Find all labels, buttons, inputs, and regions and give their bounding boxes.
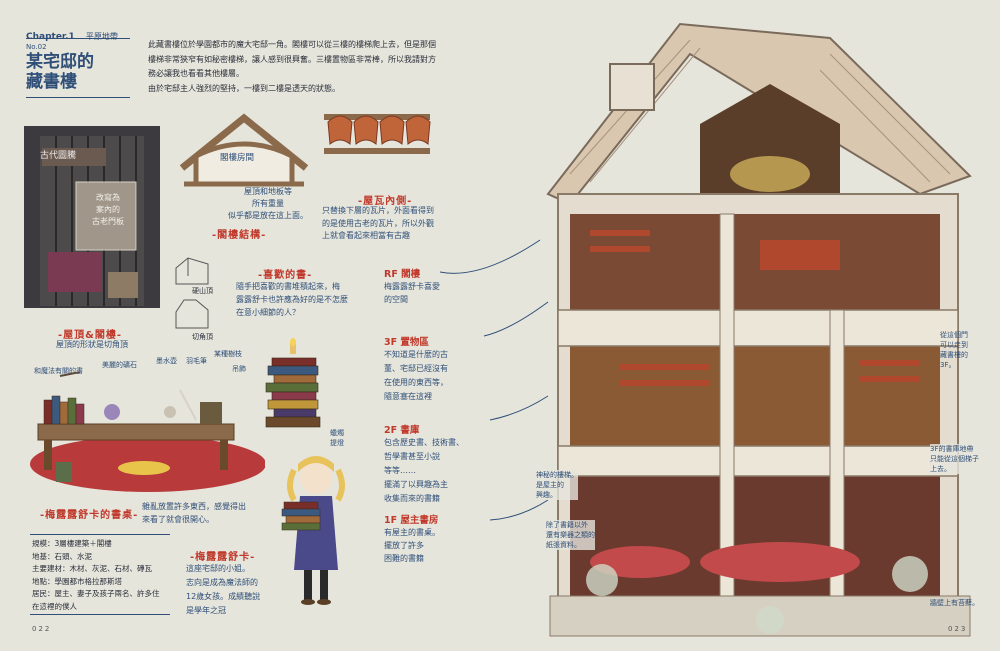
floor-note-1f: 1F 屋主書房 有屋主的書桌。 擺放了許多 困難的書籍 — [384, 512, 474, 565]
frame-title: -閣樓結構- — [212, 230, 267, 241]
spec-line: 地點：學園都市格拉那斯塔 — [32, 576, 122, 586]
tile-title: -屋瓦內側- — [358, 196, 413, 207]
desk-label-charm: 吊飾 — [232, 365, 246, 373]
roof-tile-illustration — [324, 114, 431, 154]
intro-line: 此藏書樓位於學園都市的魔大宅邸一角。閣樓可以從三樓的樓梯爬上去，但是那個 — [148, 40, 436, 49]
house-cutaway-illustration — [546, 22, 972, 637]
spec-line: 地基：石頭、水泥 — [32, 551, 92, 561]
floor-text-3f: 不知道是什麼的古 董、宅邸已經沒有 在使用的東西等， 隨意塞在這裡 — [384, 350, 448, 401]
page-title-line2: 藏書樓 — [26, 72, 77, 92]
character-caption: 這座宅邸的小姐。 志向是成為魔法師的 12歲女孩。成績聽說 是學年之冠 — [186, 564, 261, 615]
candle-label: 蠟燭 提燈 — [330, 429, 344, 447]
frame-top-label: 閣樓房間 — [220, 153, 255, 163]
spec-line: 居民：屋主、妻子及孩子兩名、許多住 — [32, 589, 160, 598]
tile-caption: 只替換下層的瓦片，外面看得到 的是使用古老的瓦片，所以外觀 上就會看起來相當有古… — [322, 206, 434, 240]
header-rule — [26, 38, 130, 39]
fav-books-caption: 隨手把喜歡的書堆積起來，梅 露露舒卡也許應為好的是不怎麼 在意小細節的人？ — [236, 282, 348, 317]
spec-line: 規模：3層樓建築＋閣樓 — [32, 539, 112, 548]
attic-frame-illustration — [179, 113, 309, 187]
floor-title-2f: 2F 書庫 — [384, 425, 420, 436]
note-secret-stairs: 神秘的樓梯。 是屋主的 興趣。 — [536, 470, 578, 500]
intro-line: 樓梯非常狹窄有如秘密樓梯，讓人感到很興奮。三樓置物區非常棒，所以我請對方 — [148, 54, 436, 64]
attic-door-illustration — [24, 126, 160, 308]
title-rule — [26, 97, 130, 98]
floor-note-2f: 2F 書庫 包含歷史書、技術書、 哲學書甚至小說 等等…… 擺滿了以興趣為主 收… — [384, 422, 484, 506]
floor-title-1f: 1F 屋主書房 — [384, 515, 439, 526]
character-title: -梅露露舒卡- — [190, 552, 256, 563]
fav-books-title: -喜歡的書- — [258, 270, 313, 281]
specs-rule-bottom — [30, 614, 170, 615]
floor-leader-lines — [439, 239, 549, 521]
note-extra-materials: 除了書籍以外 還有樂器之類的 紙張資料。 — [546, 520, 595, 550]
roof-caption: 屋頂的形狀是切角頂 — [56, 340, 128, 349]
page-number-left: 022 — [32, 625, 52, 633]
roof-shape-label-2: 切角頂 — [192, 333, 213, 341]
page-title: 某宅邸的 藏書樓 — [26, 52, 94, 92]
chapter-label: Chapter.1 — [26, 32, 75, 42]
floor-text-rf: 梅露露舒卡喜愛 的空間 — [384, 282, 440, 304]
specs-rule-top — [30, 534, 170, 535]
floor-text-1f: 有屋主的書桌。 擺放了許多 困難的書籍 — [384, 528, 440, 563]
specs-list: 規模：3層樓建築＋閣樓 地基：石頭、水泥 主要建材：木材、灰泥、石材、磚瓦 地點… — [32, 538, 160, 613]
intro-line: 由於宅邸主人強烈的堅持，一樓到二樓是透天的狀態。 — [148, 83, 340, 93]
desk-label-mineral: 美麗的礦石 — [102, 361, 137, 369]
desk-label-branch: 某種樹枝 — [214, 350, 242, 358]
intro-line: 務必讓我也看看其他樓層。 — [148, 69, 244, 78]
floor-title-rf: RF 閣樓 — [384, 269, 421, 280]
floor-note-3f: 3F 置物區 不知道是什麼的古 董、宅邸已經沒有 在使用的東西等， 隨意塞在這裡 — [384, 334, 474, 404]
page-title-line1: 某宅邸的 — [26, 52, 94, 72]
floor-text-2f: 包含歷史書、技術書、 哲學書甚至小說 等等…… 擺滿了以興趣為主 收集而來的書籍 — [384, 438, 464, 503]
floor-title-3f: 3F 置物區 — [384, 337, 429, 348]
attic-panel-note: 改寫為 案內的 古老門板 — [92, 193, 124, 226]
roof-shapes-illustration — [175, 257, 209, 329]
frame-caption: 屋頂和地板等 所有重量 似乎都是放在這上面。 — [228, 187, 308, 220]
roof-title: -屋頂&閣樓- — [58, 330, 123, 341]
desk-label-quill: 羽毛筆 — [186, 357, 207, 365]
spec-line: 在這裡的僕人 — [32, 601, 77, 611]
entry-number: No.02 — [26, 43, 47, 51]
desk-caption: 雜亂放置許多東西，感覺得出 來看了就會很開心。 — [142, 502, 246, 524]
character-illustration — [281, 456, 345, 605]
note-stair-door: 從這個門 可以走到 藏書樓的 3F。 — [940, 331, 968, 369]
roof-shape-label-1: 硬山頂 — [192, 287, 213, 295]
chapter-header: Chapter.1 平原地帶 — [26, 24, 136, 43]
desk-label-magic-book: 和魔法有關的書 — [34, 367, 83, 375]
book-stack-illustration — [265, 338, 321, 428]
note-moss: 牆壁上有苔蘚。 — [930, 599, 979, 607]
floor-note-rf: RF 閣樓 梅露露舒卡喜愛 的空間 — [384, 266, 474, 306]
desk-illustration — [30, 372, 265, 492]
intro-text: 此藏書樓位於學園都市的魔大宅邸一角。閣樓可以從三樓的樓梯爬上去，但是那個 樓梯非… — [148, 38, 468, 96]
spec-line: 主要建材：木材、灰泥、石材、磚瓦 — [32, 564, 152, 573]
page-number-right: 023 — [948, 625, 968, 633]
chapter-sub: 平原地帶 — [85, 32, 118, 41]
note-ladder: 3F的書庫地帶 只能從這個梯子 上去。 — [930, 444, 979, 474]
desk-title: -梅露露舒卡的書桌- — [40, 510, 139, 521]
attic-sign: 古代圖騰 — [40, 151, 77, 161]
desk-label-ink: 墨水壺 — [156, 357, 177, 365]
